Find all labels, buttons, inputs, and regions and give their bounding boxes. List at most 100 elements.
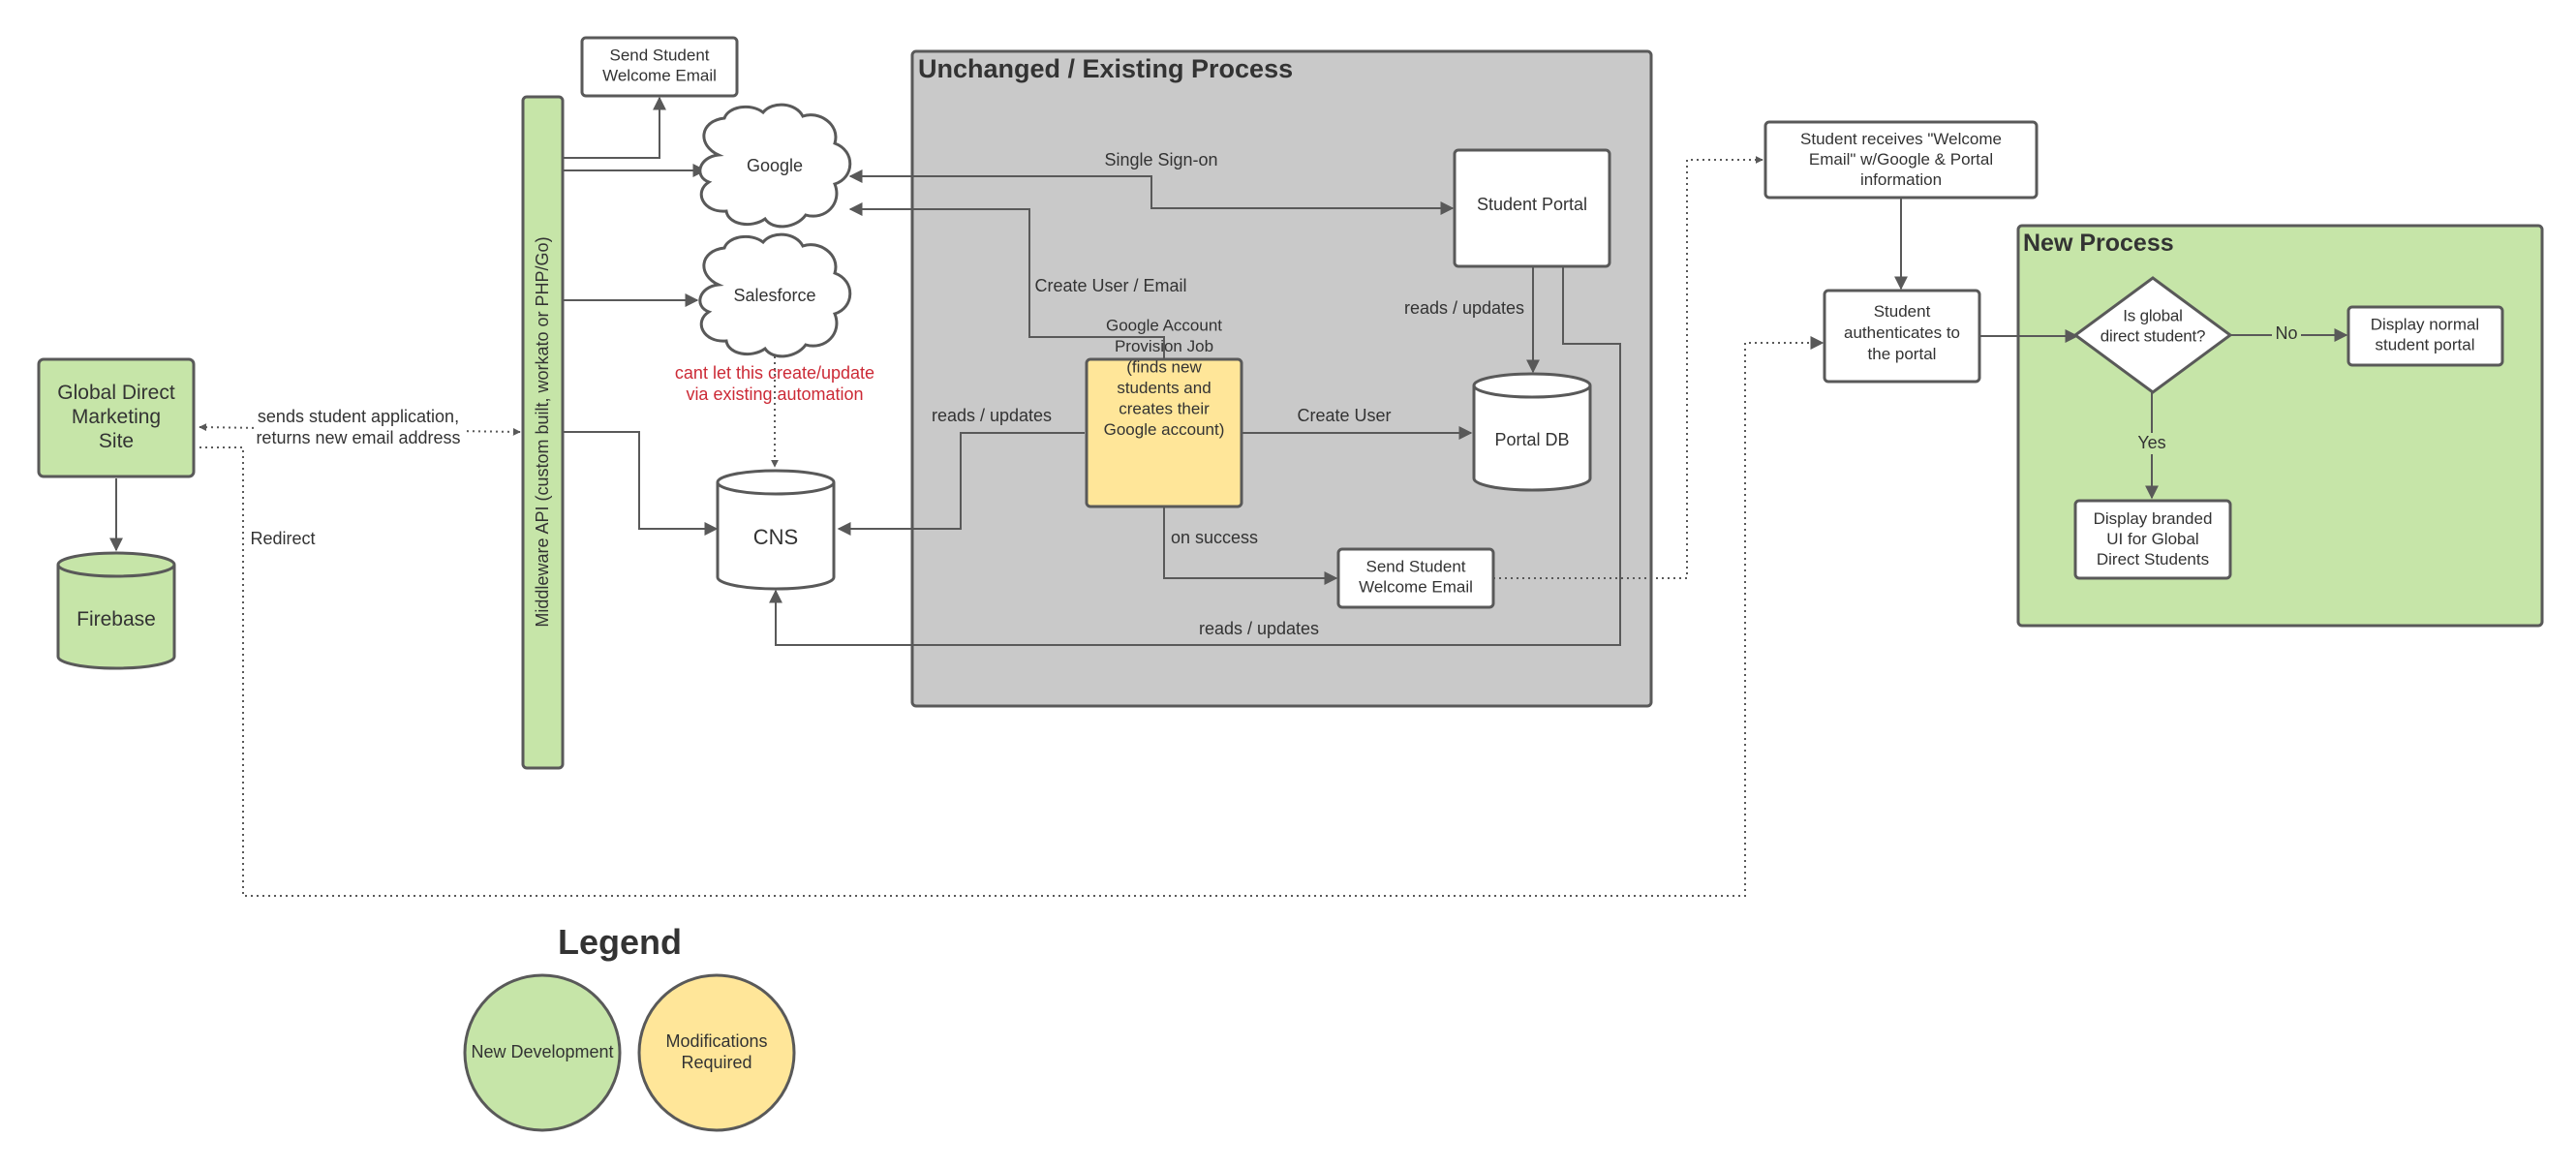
text-line: sends student application, — [258, 407, 459, 426]
text-line: Google Account — [1106, 317, 1222, 335]
text-line: Required — [681, 1053, 751, 1072]
text-line: Student receives "Welcome — [1800, 130, 2002, 148]
text-line: Site — [99, 430, 134, 452]
cns-label: CNS — [753, 525, 798, 549]
middleware-api-label: Middleware API (custom built, workato or… — [533, 236, 552, 627]
text-line: authenticates to — [1844, 323, 1960, 342]
text-line: Modifications — [665, 1031, 767, 1051]
text-line: UI for Global — [2106, 530, 2198, 548]
text-line: Yes — [2137, 433, 2165, 452]
text-line: Firebase — [77, 608, 156, 630]
label-reads-updates-portal: reads / updates — [1404, 298, 1524, 318]
text-line: Marketing — [72, 406, 161, 428]
text-line: Create User — [1297, 406, 1391, 425]
label-create-user-email: Create User / Email — [1034, 276, 1186, 295]
text-line: Student Portal — [1477, 195, 1587, 214]
edge-portal-to-cns — [769, 266, 1621, 646]
edge-middleware-to-cns — [563, 431, 719, 536]
edge-middleware-to-email — [563, 96, 666, 159]
portal-db-label: Portal DB — [1494, 430, 1569, 449]
edge-job-to-cns — [837, 432, 1085, 536]
text-line: CNS — [753, 525, 798, 549]
text-line: New Development — [471, 1042, 613, 1061]
firebase-node: Firebase — [56, 551, 176, 670]
label-sends-application: sends student application, returns new em… — [256, 407, 460, 447]
text-line: Google account) — [1104, 420, 1225, 439]
middleware-api-node: Middleware API (custom built, workato or… — [521, 95, 565, 770]
edge-email-to-receives — [1493, 156, 1763, 579]
label-create-user: Create User — [1297, 406, 1391, 425]
text-line: Welcome Email — [602, 67, 717, 85]
salesforce-node: Salesforce — [698, 232, 852, 358]
text-line: (finds new — [1126, 358, 1202, 377]
display-normal-portal-label: Display normal student portal — [2371, 316, 2479, 354]
text-line: Global Direct — [57, 382, 175, 404]
cns-node: CNS — [716, 469, 836, 591]
text-line: No — [2275, 323, 2297, 343]
google-node: Google — [698, 103, 852, 229]
text-line: Welcome Email — [1359, 578, 1473, 597]
legend-new-development-label: New Development — [471, 1042, 613, 1061]
existing-process-title: Unchanged / Existing Process — [918, 54, 1293, 83]
label-on-success: on success — [1171, 528, 1258, 547]
text-line: Email" w/Google & Portal — [1809, 150, 1993, 169]
label-reads-updates-cns-bottom: reads / updates — [1199, 619, 1319, 638]
label-redirect: Redirect — [250, 529, 315, 548]
text-line: Send Student — [609, 46, 709, 65]
text-line: direct student? — [2101, 327, 2206, 346]
text-line: Portal DB — [1494, 430, 1569, 449]
text-line: returns new email address — [256, 428, 460, 447]
text-line: on success — [1171, 528, 1258, 547]
text-line: students and — [1117, 379, 1211, 397]
google-label: Google — [747, 156, 803, 175]
label-decision-yes: Yes — [2137, 433, 2165, 452]
student-portal-label: Student Portal — [1477, 195, 1587, 214]
text-line: Direct Students — [2097, 550, 2209, 569]
label-reads-updates-cns-job: reads / updates — [932, 406, 1052, 425]
label-decision-no: No — [2275, 323, 2297, 343]
text-line: Display normal — [2371, 316, 2479, 334]
edge-site-middleware — [199, 423, 521, 436]
student-portal-node: Student Portal — [1453, 148, 1611, 268]
text-line: Provision Job — [1115, 337, 1213, 355]
legend-new-development: New Development — [463, 973, 622, 1132]
text-line: creates their — [1119, 400, 1210, 418]
edge-google-portal-sso — [848, 169, 1455, 215]
edge-redirect — [199, 336, 1825, 897]
edges — [109, 96, 2348, 897]
text-line: student portal — [2375, 336, 2474, 354]
text-line: information — [1860, 170, 1942, 189]
text-line: reads / updates — [1199, 619, 1319, 638]
edge-labels: sends student application, returns new em… — [250, 150, 2301, 638]
text-line: cant let this create/update — [675, 363, 874, 383]
text-line: Create User / Email — [1034, 276, 1186, 295]
text-line: Single Sign-on — [1104, 150, 1217, 169]
text-line: Display branded — [2094, 509, 2213, 528]
text-line: reads / updates — [932, 406, 1052, 425]
label-single-sign-on: Single Sign-on — [1104, 150, 1217, 169]
firebase-label: Firebase — [77, 608, 156, 630]
portal-db-node: Portal DB — [1472, 372, 1592, 492]
new-process-title: New Process — [2023, 230, 2174, 257]
display-normal-portal-node: Display normal student portal — [2346, 305, 2504, 367]
